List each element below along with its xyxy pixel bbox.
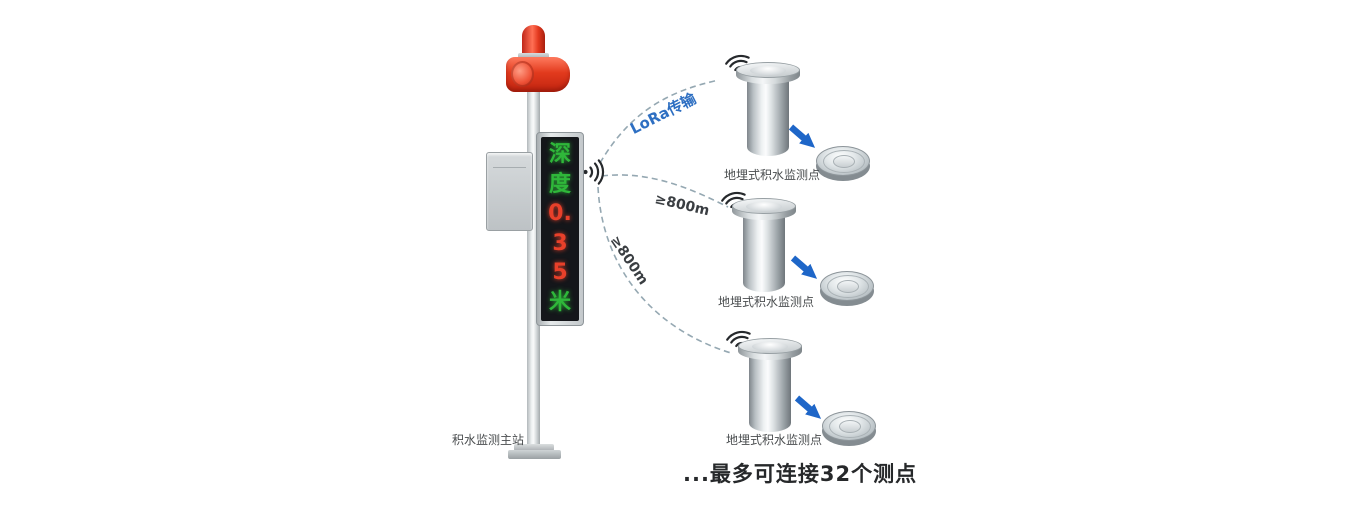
- link-label-distance-2: ≥800m: [606, 233, 652, 288]
- sensor-label-1: 地埋式积水监测点: [723, 168, 820, 182]
- led-char: 5: [552, 260, 568, 286]
- buried-sensor-1: [736, 62, 800, 156]
- led-display-screen: 深 度 0. 3 5 米: [541, 137, 579, 321]
- sensor-label-3: 地埋式积水监测点: [725, 433, 822, 447]
- led-char: 深: [548, 142, 571, 168]
- alarm-beacon-light: [522, 25, 545, 56]
- control-box: [486, 152, 533, 231]
- buried-sensor-2: [732, 198, 796, 292]
- sensor-flange-top: [736, 62, 800, 78]
- buried-sensor-3: [738, 338, 802, 432]
- sensor-flange-top: [732, 198, 796, 214]
- beacon-mount: [518, 53, 549, 60]
- led-char: 度: [548, 171, 571, 197]
- station-label: 积水监测主站: [452, 433, 525, 447]
- disc-top: [822, 411, 876, 441]
- led-char: 3: [552, 230, 568, 256]
- sensor-cylinder-body: [743, 216, 785, 292]
- lora-link-curve-3: [597, 186, 732, 354]
- alarm-siren: [506, 57, 570, 92]
- water-sensor-disc-3: [822, 411, 876, 447]
- sensor-label-2: 地埋式积水监测点: [717, 295, 814, 309]
- link-label-lora: LoRa传输: [627, 89, 700, 138]
- station-base-plate: [508, 450, 561, 459]
- led-display-panel: 深 度 0. 3 5 米: [536, 132, 584, 326]
- led-char: 米: [548, 289, 571, 315]
- link-label-distance-1: ≥800m: [653, 191, 711, 220]
- sensor-flange-top: [738, 338, 802, 354]
- sensor-cylinder-body: [747, 80, 789, 156]
- disc-top: [820, 271, 874, 301]
- led-char: 0.: [548, 201, 572, 227]
- capacity-note: ...最多可连接32个测点: [683, 462, 918, 486]
- wifi-signal-icon-station: [582, 159, 605, 185]
- disc-top: [816, 146, 870, 176]
- water-sensor-disc-2: [820, 271, 874, 307]
- water-sensor-disc-1: [816, 146, 870, 182]
- sensor-cylinder-body: [749, 356, 791, 432]
- station-base-flange: [514, 444, 554, 451]
